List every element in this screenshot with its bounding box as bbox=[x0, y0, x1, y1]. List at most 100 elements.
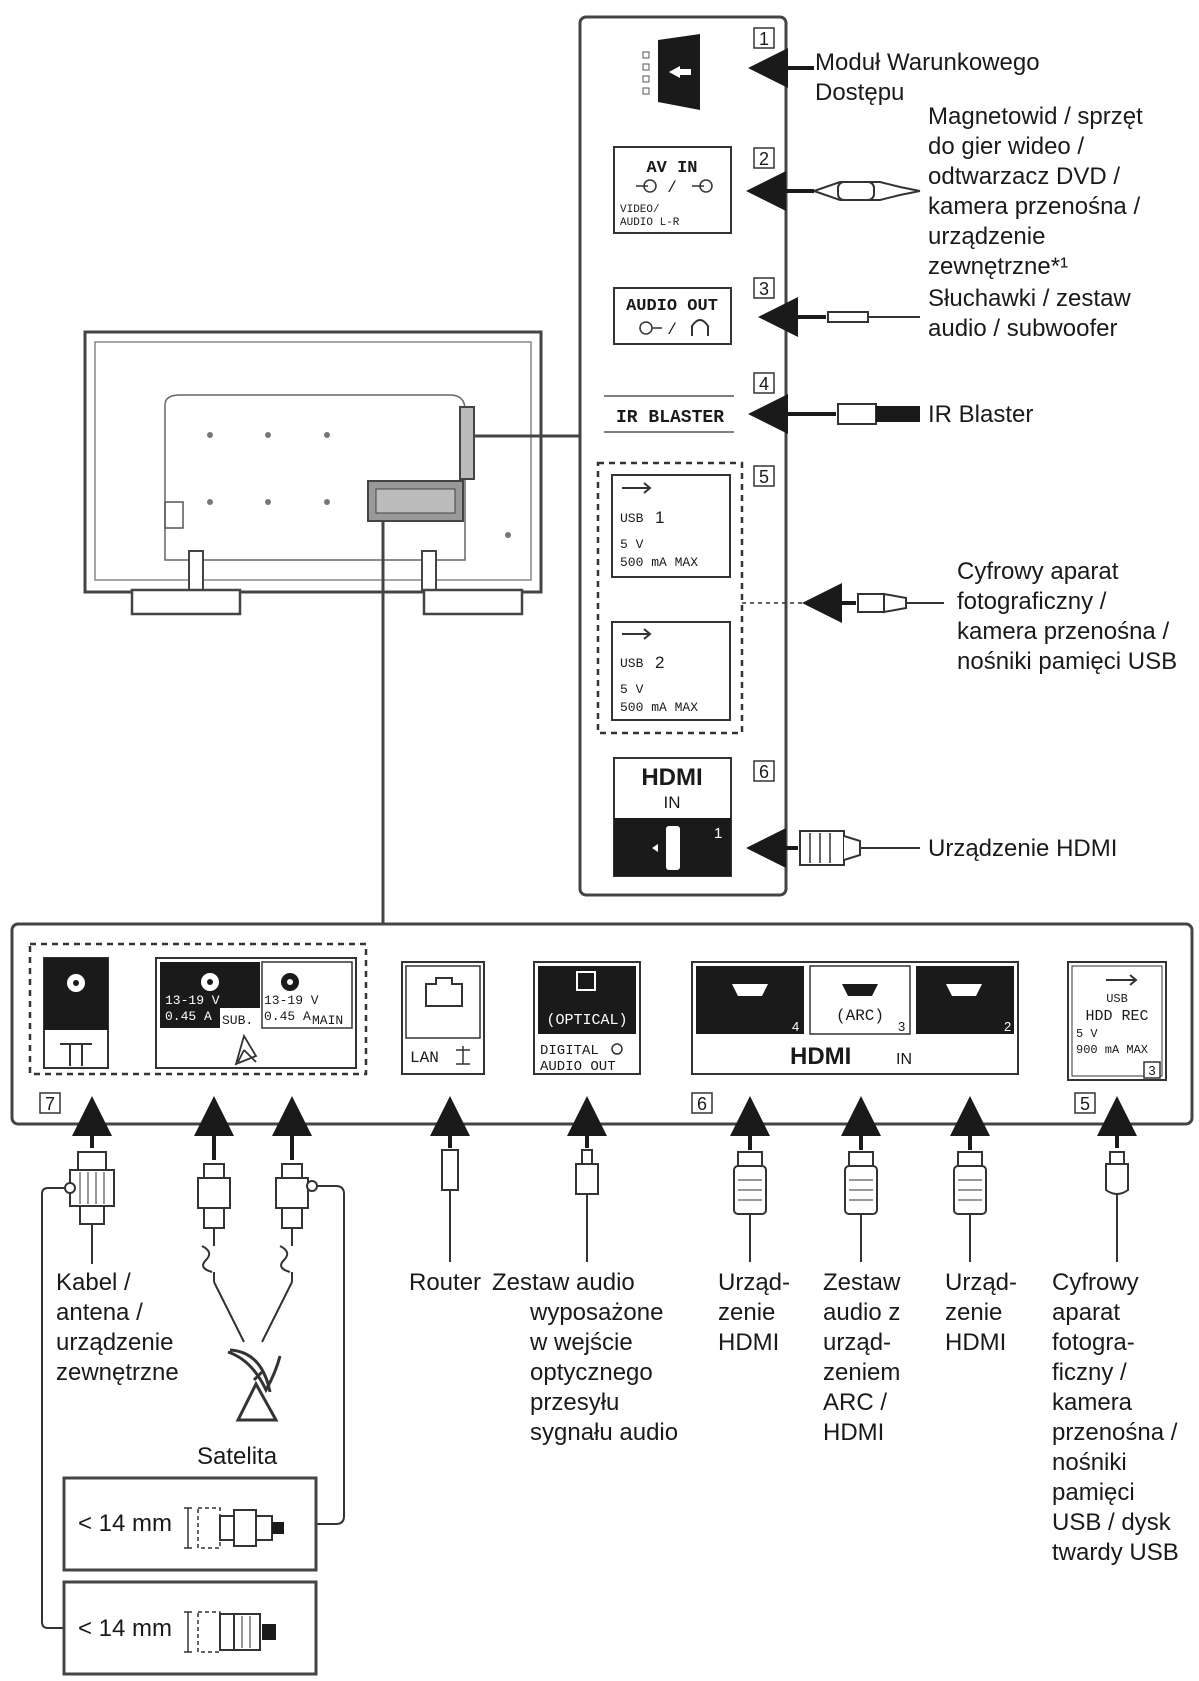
svg-text:AV IN: AV IN bbox=[646, 159, 697, 178]
port-number: 1 bbox=[759, 29, 769, 49]
svg-text:2: 2 bbox=[1004, 1019, 1011, 1034]
usb-ss-icon bbox=[1106, 974, 1138, 986]
audio-out-icon bbox=[611, 1043, 623, 1055]
coax-connector-icon bbox=[219, 1613, 235, 1651]
svg-text:13-19 V: 13-19 V bbox=[264, 993, 319, 1008]
optical-socket-icon bbox=[576, 971, 596, 991]
svg-text:USB: USB bbox=[620, 511, 644, 526]
usb3-port: USB HDD REC 5 V 900 mA MAX 3 bbox=[1067, 961, 1167, 1081]
svg-text:2: 2 bbox=[655, 653, 664, 672]
ir-plug-icon bbox=[837, 403, 877, 425]
satellite-dish-icon bbox=[234, 1033, 258, 1066]
label-cable-antenna: Kabel / antena / urządzenie zewnętrzne bbox=[56, 1269, 180, 1386]
hdmi-plug-icon bbox=[799, 830, 845, 866]
optical-plug-icon bbox=[581, 1149, 593, 1165]
svg-text:< 14 mm: < 14 mm bbox=[78, 1510, 172, 1537]
svg-text:LAN: LAN bbox=[410, 1049, 439, 1067]
svg-text:MAIN: MAIN bbox=[312, 1013, 343, 1028]
svg-text:5 V: 5 V bbox=[620, 537, 644, 552]
hdmi-plug-icon bbox=[848, 1151, 874, 1167]
svg-text:(ARC): (ARC) bbox=[836, 1007, 884, 1025]
bottom-port-numbers: 7 6 5 bbox=[39, 1092, 1096, 1114]
svg-text:500 mA MAX: 500 mA MAX bbox=[620, 555, 698, 570]
svg-text:DIGITAL: DIGITAL bbox=[540, 1043, 599, 1059]
svg-text:< 14 mm: < 14 mm bbox=[78, 1615, 172, 1642]
usb-plug-icon bbox=[1109, 1151, 1125, 1165]
svg-text:5 V: 5 V bbox=[620, 682, 644, 697]
label-hdmi-device-4: Urząd- zenie HDMI bbox=[718, 1269, 797, 1356]
port-number: 4 bbox=[759, 374, 769, 394]
svg-text:6: 6 bbox=[697, 1094, 707, 1114]
svg-text:VIDEO/: VIDEO/ bbox=[620, 204, 660, 216]
side-label-2: Magnetowid / sprzęt do gier wideo / odtw… bbox=[928, 103, 1149, 280]
connector-note-2: < 14 mm bbox=[62, 1580, 318, 1676]
side-port-4-ir-blaster: 4 IR BLASTER IR Blaster bbox=[604, 372, 1033, 434]
svg-text:IN: IN bbox=[664, 793, 681, 812]
side-label-5: Cyfrowy aparat fotograficzny / kamera pr… bbox=[957, 558, 1177, 675]
hdmi-socket-icon bbox=[732, 984, 768, 996]
f-plug-icon bbox=[281, 1163, 303, 1179]
jack-plug-icon bbox=[827, 311, 869, 323]
tv-back-illustration bbox=[83, 330, 580, 924]
label-satellite: Satelita bbox=[197, 1443, 278, 1470]
hdmi-socket-icon bbox=[666, 826, 680, 870]
svg-text:3: 3 bbox=[898, 1019, 905, 1034]
antenna-icon bbox=[60, 1043, 92, 1066]
bottom-labels: Kabel / antena / urządzenie zewnętrzne S… bbox=[56, 1269, 1184, 1566]
bottom-cables bbox=[41, 1096, 1137, 1629]
svg-text:13-19 V: 13-19 V bbox=[165, 993, 220, 1008]
svg-text:/: / bbox=[667, 179, 677, 197]
label-hdmi-device-2: Urząd- zenie HDMI bbox=[945, 1269, 1024, 1356]
svg-text:900 mA MAX: 900 mA MAX bbox=[1076, 1043, 1148, 1057]
f-connector-icon bbox=[219, 1515, 235, 1541]
hdmi-plug-icon bbox=[737, 1151, 763, 1167]
ethernet-socket-icon bbox=[425, 977, 463, 1007]
usb-icon bbox=[622, 482, 652, 494]
connector-note-1: < 14 mm bbox=[62, 1476, 318, 1572]
side-label-6: Urządzenie HDMI bbox=[928, 835, 1117, 862]
rj45-plug-icon bbox=[441, 1149, 459, 1191]
svg-text:5: 5 bbox=[1080, 1094, 1090, 1114]
svg-text:0.45 A: 0.45 A bbox=[165, 1009, 212, 1024]
svg-text:0.45 A: 0.45 A bbox=[264, 1009, 311, 1024]
side-port-5-usb: 5 USB 1 5 V 500 mA MAX USB 2 5 V 500 mA … bbox=[596, 461, 1177, 735]
svg-text:IN: IN bbox=[896, 1051, 912, 1068]
satellite-ports: 13-19 V 0.45 A SUB. 13-19 V 0.45 A MAIN bbox=[155, 957, 357, 1069]
side-port-6-hdmi: 6 HDMI IN 1 Urządzenie HDMI bbox=[613, 757, 1117, 877]
hdmi-socket-icon bbox=[946, 984, 982, 996]
label-optical-audio: Zestaw audio wyposażone w wejście optycz… bbox=[492, 1269, 678, 1446]
f-plug-icon bbox=[203, 1163, 225, 1179]
side-port-2-av-in: 2 AV IN / VIDEO/ AUDIO L-R Magnetowid / … bbox=[613, 103, 1149, 280]
hdmi-socket-icon bbox=[842, 984, 878, 996]
hdmi-plug-icon bbox=[957, 1151, 983, 1167]
svg-text:4: 4 bbox=[792, 1019, 799, 1034]
svg-text:/: / bbox=[667, 321, 677, 339]
svg-text:AUDIO OUT: AUDIO OUT bbox=[626, 297, 718, 316]
coax-plug-icon bbox=[77, 1151, 107, 1171]
port-number: 6 bbox=[759, 762, 769, 782]
svg-text:3: 3 bbox=[1148, 1063, 1155, 1078]
av-plug-icon bbox=[837, 181, 875, 201]
svg-text:1: 1 bbox=[714, 825, 722, 842]
svg-text:HDMI: HDMI bbox=[790, 1043, 851, 1070]
port-number: 2 bbox=[759, 149, 769, 169]
optical-port: (OPTICAL) DIGITAL AUDIO OUT bbox=[533, 961, 641, 1075]
svg-text:5 V: 5 V bbox=[1076, 1027, 1098, 1041]
satellite-dish-icon bbox=[227, 1350, 282, 1422]
label-usb3-devices: Cyfrowy aparat fotogra- ficzny / kamera … bbox=[1052, 1269, 1184, 1566]
usb-plug-icon bbox=[857, 593, 885, 613]
port-number: 5 bbox=[759, 467, 769, 487]
side-label-4: IR Blaster bbox=[928, 401, 1033, 428]
usb-icon bbox=[622, 628, 652, 640]
svg-text:AUDIO OUT: AUDIO OUT bbox=[540, 1059, 616, 1075]
antenna-port bbox=[43, 957, 109, 1069]
svg-text:USB: USB bbox=[1106, 992, 1128, 1006]
lan-port: LAN bbox=[401, 961, 485, 1075]
svg-text:AUDIO L-R: AUDIO L-R bbox=[620, 217, 680, 229]
network-icon bbox=[456, 1046, 470, 1065]
svg-text:USB: USB bbox=[620, 656, 644, 671]
hdmi-ports-group: 4 (ARC) 3 2 HDMI IN bbox=[691, 961, 1019, 1075]
